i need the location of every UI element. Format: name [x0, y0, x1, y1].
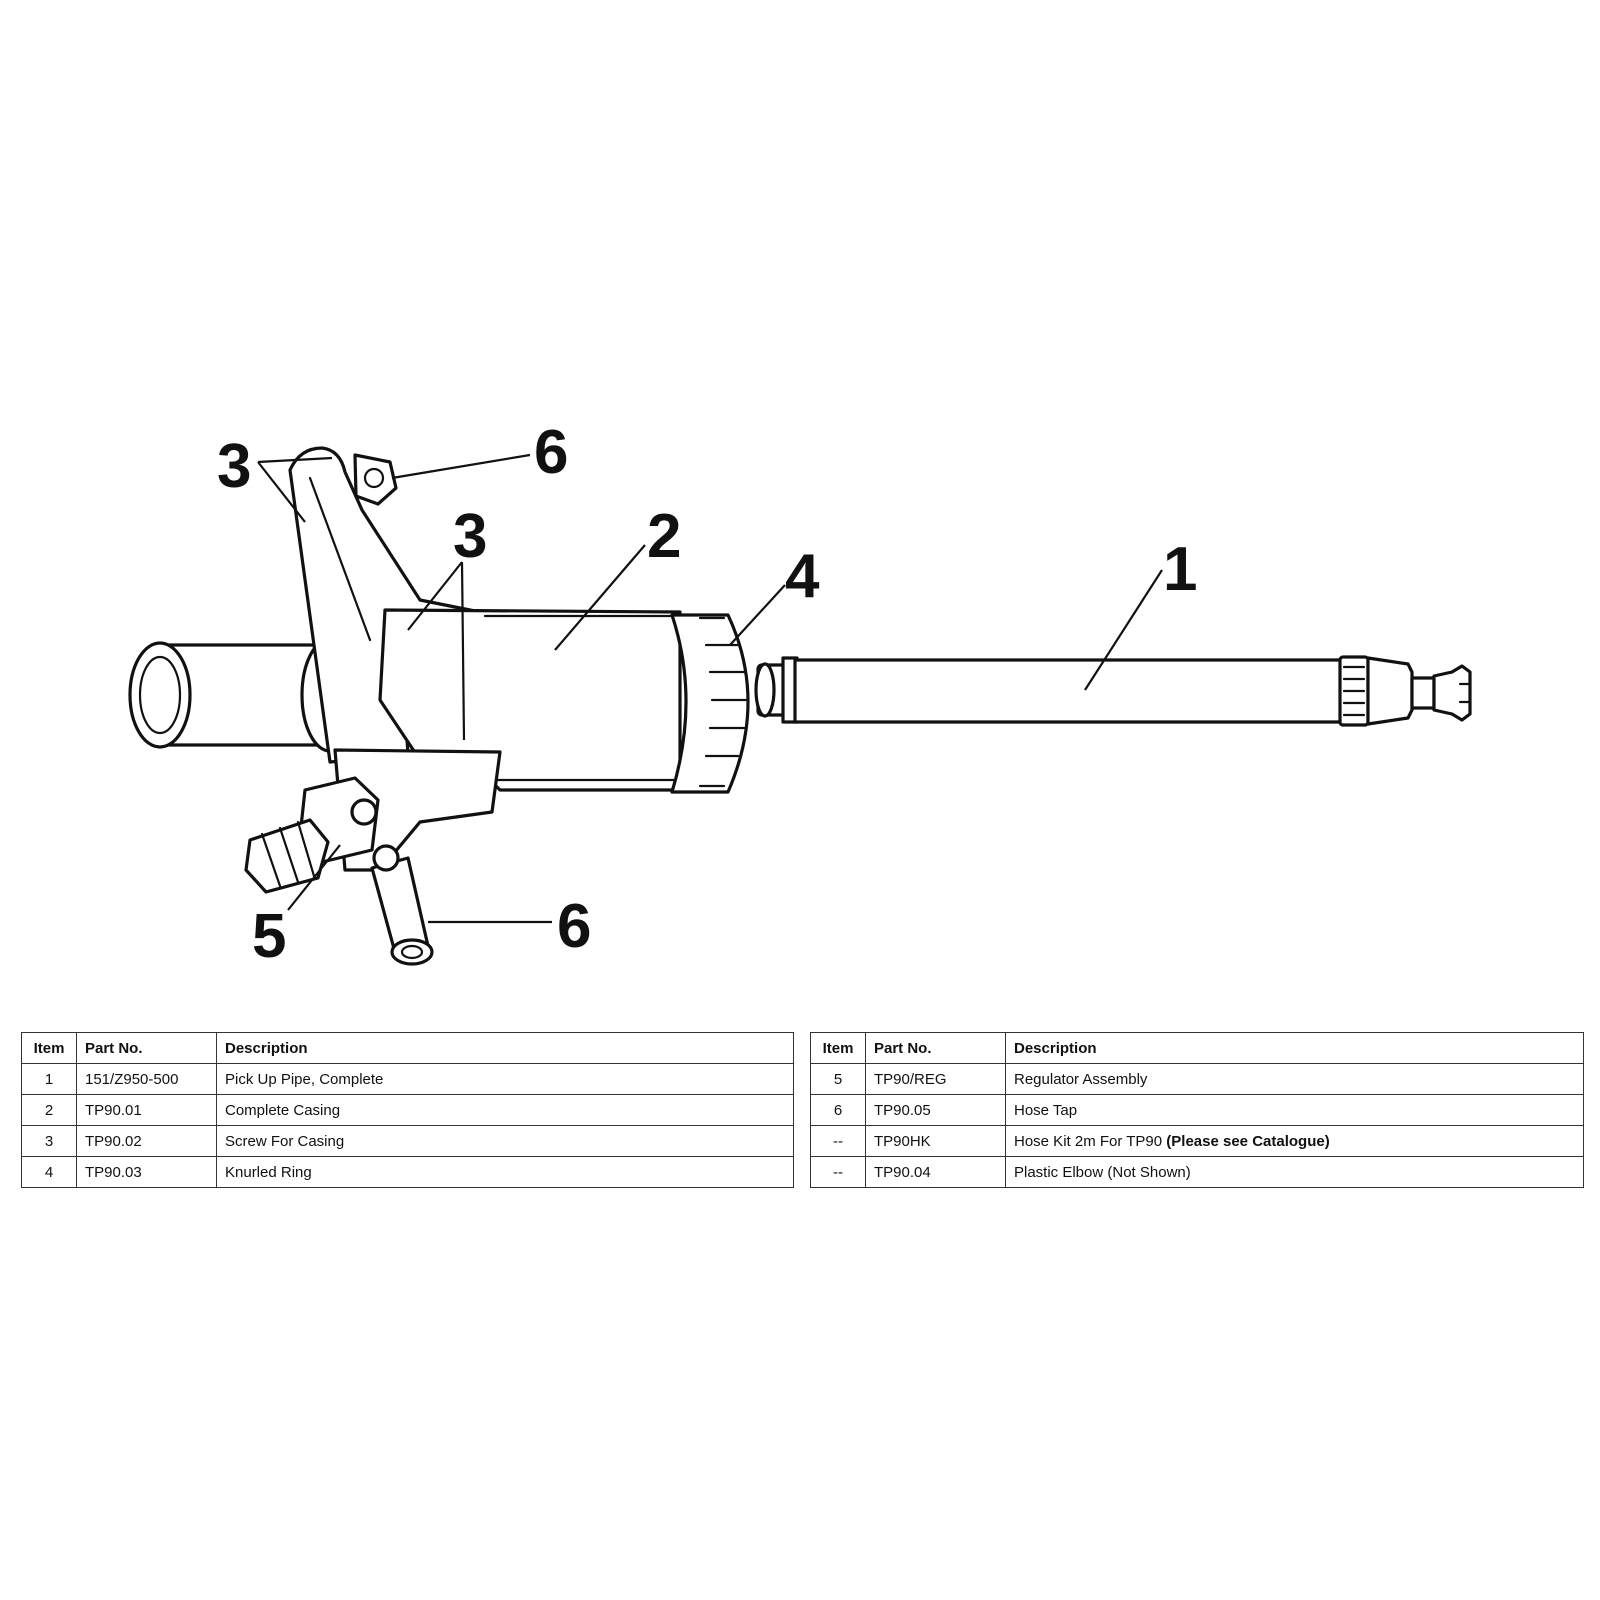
- callout-3-right: 3: [453, 502, 487, 571]
- part-number: TP90.04: [865, 1156, 1006, 1188]
- table-row: 2 TP90.01 Complete Casing: [21, 1094, 794, 1126]
- column-header-item: Item: [21, 1032, 77, 1064]
- knurled-ring-part: [670, 613, 750, 794]
- part-number: 151/Z950-500: [76, 1063, 217, 1095]
- table-row: -- TP90.04 Plastic Elbow (Not Shown): [810, 1156, 1584, 1188]
- part-description: Screw For Casing: [216, 1125, 794, 1157]
- leader-line-3b: [407, 561, 466, 741]
- column-header-description: Description: [216, 1032, 794, 1064]
- callout-5: 5: [252, 902, 286, 971]
- part-number: TP90.03: [76, 1156, 217, 1188]
- item-number: 3: [21, 1125, 77, 1157]
- item-number: 5: [810, 1063, 866, 1095]
- leader-line-4: [729, 584, 786, 646]
- part-description: Hose Kit 2m For TP90 (Please see Catalog…: [1005, 1125, 1584, 1157]
- leader-line-5: [287, 844, 341, 911]
- part-number: TP90.02: [76, 1125, 217, 1157]
- part-description: Complete Casing: [216, 1094, 794, 1126]
- casing-assembly-part: [128, 446, 750, 872]
- part-description: Plastic Elbow (Not Shown): [1005, 1156, 1584, 1188]
- table-row: 5 TP90/REG Regulator Assembly: [810, 1063, 1584, 1095]
- pick-up-pipe-part: [754, 655, 1472, 727]
- column-header-item: Item: [810, 1032, 866, 1064]
- column-header-part-no: Part No.: [865, 1032, 1006, 1064]
- table-row: 3 TP90.02 Screw For Casing: [21, 1125, 794, 1157]
- part-description: Pick Up Pipe, Complete: [216, 1063, 794, 1095]
- leader-line-1: [1084, 569, 1163, 691]
- item-number: 6: [810, 1094, 866, 1126]
- callout-2: 2: [647, 502, 681, 571]
- parts-table-left: Item Part No. Description 1 151/Z950-500…: [21, 1032, 794, 1188]
- column-header-description: Description: [1005, 1032, 1584, 1064]
- table-row: 4 TP90.03 Knurled Ring: [21, 1156, 794, 1188]
- part-number: TP90.01: [76, 1094, 217, 1126]
- part-number: TP90HK: [865, 1125, 1006, 1157]
- item-number: --: [810, 1125, 866, 1157]
- leader-line-3a: [257, 456, 333, 523]
- exploded-parts-diagram: 1 2 3 3 4 5 6 6: [128, 418, 1472, 971]
- part-description: Knurled Ring: [216, 1156, 794, 1188]
- hose-tap-top-part: [353, 453, 398, 506]
- callout-1: 1: [1163, 535, 1197, 604]
- column-header-part-no: Part No.: [76, 1032, 217, 1064]
- part-description: Hose Tap: [1005, 1094, 1584, 1126]
- table-row: -- TP90HK Hose Kit 2m For TP90 (Please s…: [810, 1125, 1584, 1157]
- table-header-row: Item Part No. Description: [810, 1032, 1584, 1064]
- regulator-part: [244, 776, 380, 894]
- item-number: 1: [21, 1063, 77, 1095]
- part-number: TP90.05: [865, 1094, 1006, 1126]
- callout-6-bottom: 6: [557, 892, 591, 961]
- catalogue-note: (Please see Catalogue): [1166, 1132, 1330, 1150]
- item-number: 2: [21, 1094, 77, 1126]
- item-number: 4: [21, 1156, 77, 1188]
- table-row: 1 151/Z950-500 Pick Up Pipe, Complete: [21, 1063, 794, 1095]
- leader-line-6a: [391, 453, 531, 480]
- part-number: TP90/REG: [865, 1063, 1006, 1095]
- callout-3-left: 3: [217, 432, 251, 501]
- callout-6-top: 6: [534, 418, 568, 487]
- table-row: 6 TP90.05 Hose Tap: [810, 1094, 1584, 1126]
- hose-tap-bottom-part: [370, 844, 434, 966]
- item-number: --: [810, 1156, 866, 1188]
- leader-line-2: [554, 544, 646, 651]
- table-header-row: Item Part No. Description: [21, 1032, 794, 1064]
- callout-4: 4: [785, 542, 820, 611]
- parts-table-right: Item Part No. Description 5 TP90/REG Reg…: [810, 1032, 1584, 1188]
- part-description: Regulator Assembly: [1005, 1063, 1584, 1095]
